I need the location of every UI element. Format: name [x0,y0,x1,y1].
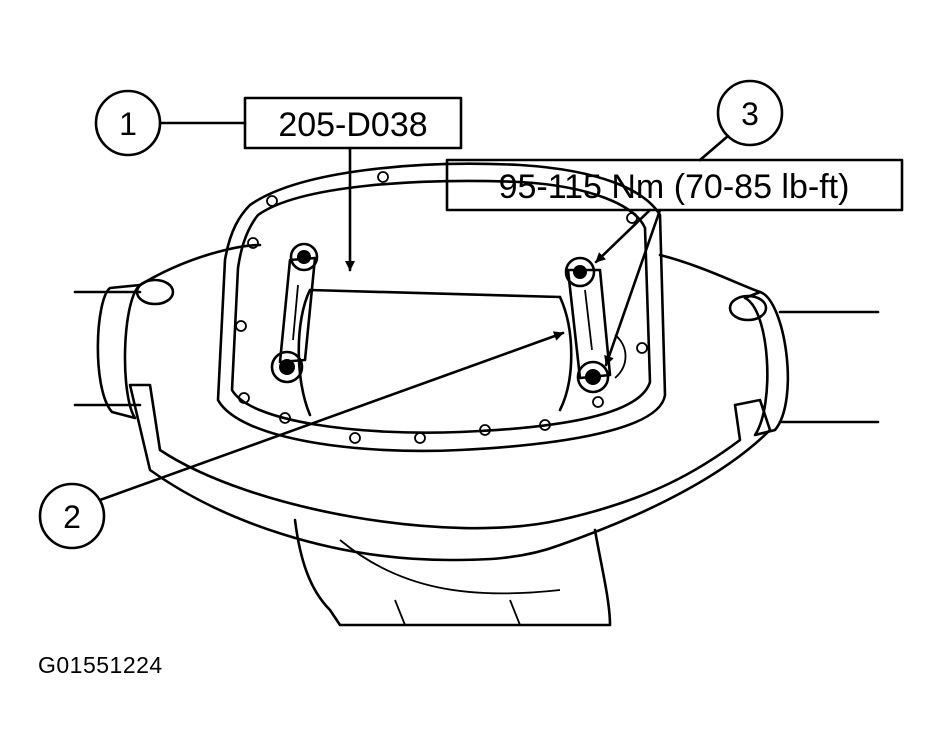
figure-id: G01551224 [38,652,163,678]
left-cap-lower-bolt [270,350,304,384]
differential-carrier [297,288,573,417]
right-cap-upper-bolt [564,256,596,288]
cover-flange [216,162,667,453]
callout-3-upper-arrow [594,208,652,264]
right-cap-lower-bolt [576,360,610,394]
callout-3-number: 3 [741,96,759,132]
callout-2-leader-arrow [98,331,565,502]
callout-3: 3 95-115 Nm (70-85 lb-ft) [445,79,904,367]
left-axle-tube [73,278,175,420]
callout-2: 2 [38,331,565,550]
callout-1: 1 205-D038 [94,89,463,272]
tool-number-label: 205-D038 [278,106,427,144]
torque-spec-label: 95-115 Nm (70-85 lb-ft) [499,168,850,206]
callout-1-number: 1 [119,106,137,142]
left-bearing-cap [270,242,319,384]
left-cap-upper-bolt [289,242,319,272]
right-bearing-cap [564,256,627,394]
axle-housing [128,243,772,627]
right-axle-tube [728,290,880,437]
callout-2-number: 2 [63,499,81,535]
callout-3-lower-arrow [604,208,662,367]
flange-bolt-holes [235,171,648,444]
